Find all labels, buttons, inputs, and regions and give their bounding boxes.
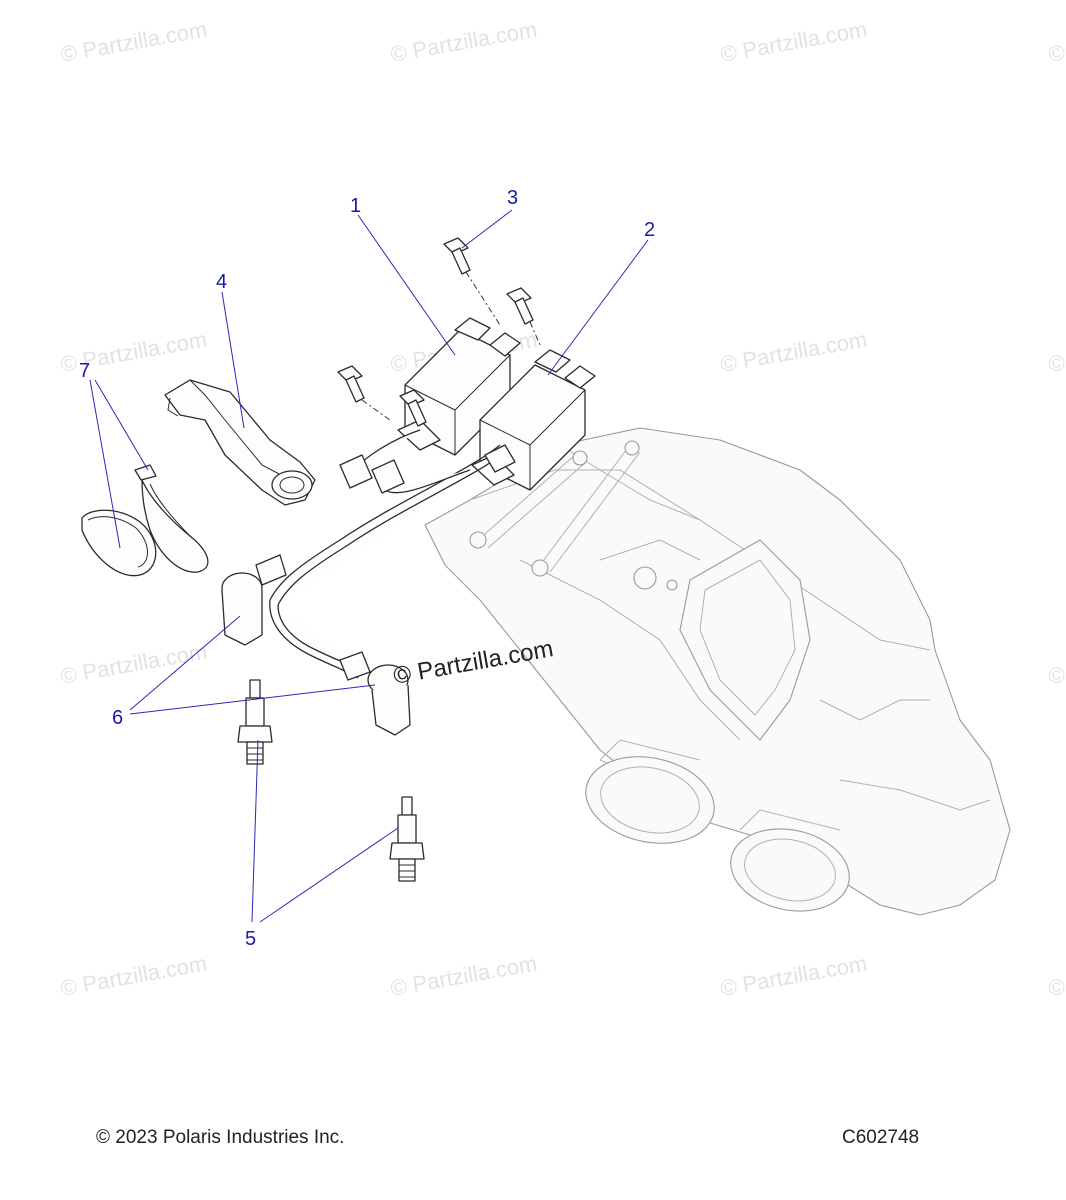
leader-line-4 <box>221 291 245 429</box>
callout-3: 3 <box>507 187 518 209</box>
leader-line-7b <box>94 379 149 471</box>
bolt <box>337 365 365 403</box>
spark-plugs <box>237 679 425 882</box>
leader-line-7a <box>89 379 121 549</box>
leader-line-6a <box>129 615 241 711</box>
watermark: © Partzilla.com <box>719 327 869 377</box>
callout-2: 2 <box>644 219 655 241</box>
spark-plug <box>389 796 425 882</box>
diagram-code: C602748 <box>842 1127 920 1148</box>
leader-line-1 <box>357 214 456 356</box>
copyright-text: © 2023 Polaris Industries Inc. <box>96 1127 345 1148</box>
watermark: © Partzilla.com <box>59 17 209 67</box>
callout-5: 5 <box>245 928 256 950</box>
watermark: © Partzilla.com <box>719 951 869 1001</box>
callout-7: 7 <box>79 360 90 382</box>
bolt <box>399 389 427 427</box>
spark-plug-cap <box>339 651 411 736</box>
watermark: © Partzilla.com <box>719 17 869 67</box>
watermark: © Partzilla.com <box>59 951 209 1001</box>
spark-plug-caps <box>221 554 411 736</box>
leader-lines <box>89 209 649 923</box>
callout-6: 6 <box>112 707 123 729</box>
watermark: © Partzilla.com <box>1047 17 1066 67</box>
watermark: © Partzilla.com <box>389 951 539 1001</box>
leader-line-6b <box>129 684 376 715</box>
callout-labels: 1 2 3 4 5 6 7 <box>79 187 655 950</box>
airbox-housing <box>424 427 1011 916</box>
watermark: © Partzilla.com <box>389 17 539 67</box>
watermark: © Partzilla.com <box>1047 639 1066 689</box>
leader-line-2 <box>547 239 649 376</box>
leader-line-5b <box>259 827 399 923</box>
callout-1: 1 <box>350 195 361 217</box>
callout-4: 4 <box>216 271 227 293</box>
bolt <box>506 287 534 325</box>
spark-plug <box>237 679 273 765</box>
bolt-group <box>337 237 541 427</box>
watermark: © Partzilla.com <box>1047 951 1066 1001</box>
center-watermark: © Partzilla.com <box>391 635 555 690</box>
coil-bracket <box>164 379 316 506</box>
watermark: © Partzilla.com <box>1047 327 1066 377</box>
ignition-leads <box>269 429 516 679</box>
leader-line-3 <box>461 209 513 249</box>
bolt <box>443 237 471 275</box>
spark-plug-cap <box>221 554 287 646</box>
watermark: © Partzilla.com <box>59 639 209 689</box>
cable-ties <box>81 464 209 577</box>
leader-line-5a <box>251 739 259 923</box>
